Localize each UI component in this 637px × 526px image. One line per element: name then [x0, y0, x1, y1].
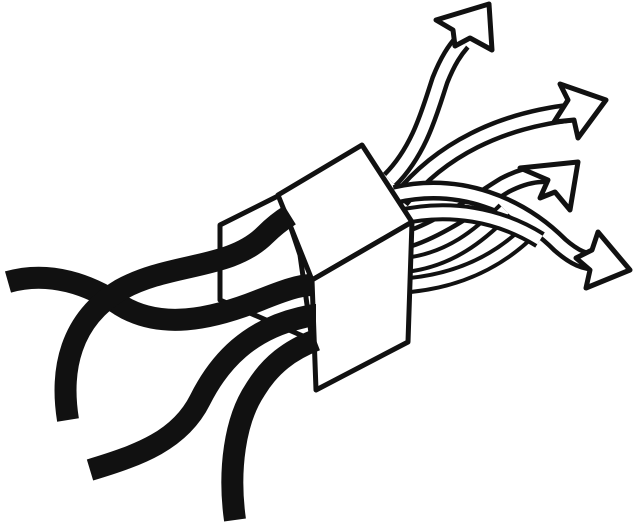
input-cable-3	[90, 315, 316, 470]
output-strands	[395, 210, 540, 285]
input-cable-4	[232, 340, 316, 520]
output-arrows	[390, 4, 630, 288]
